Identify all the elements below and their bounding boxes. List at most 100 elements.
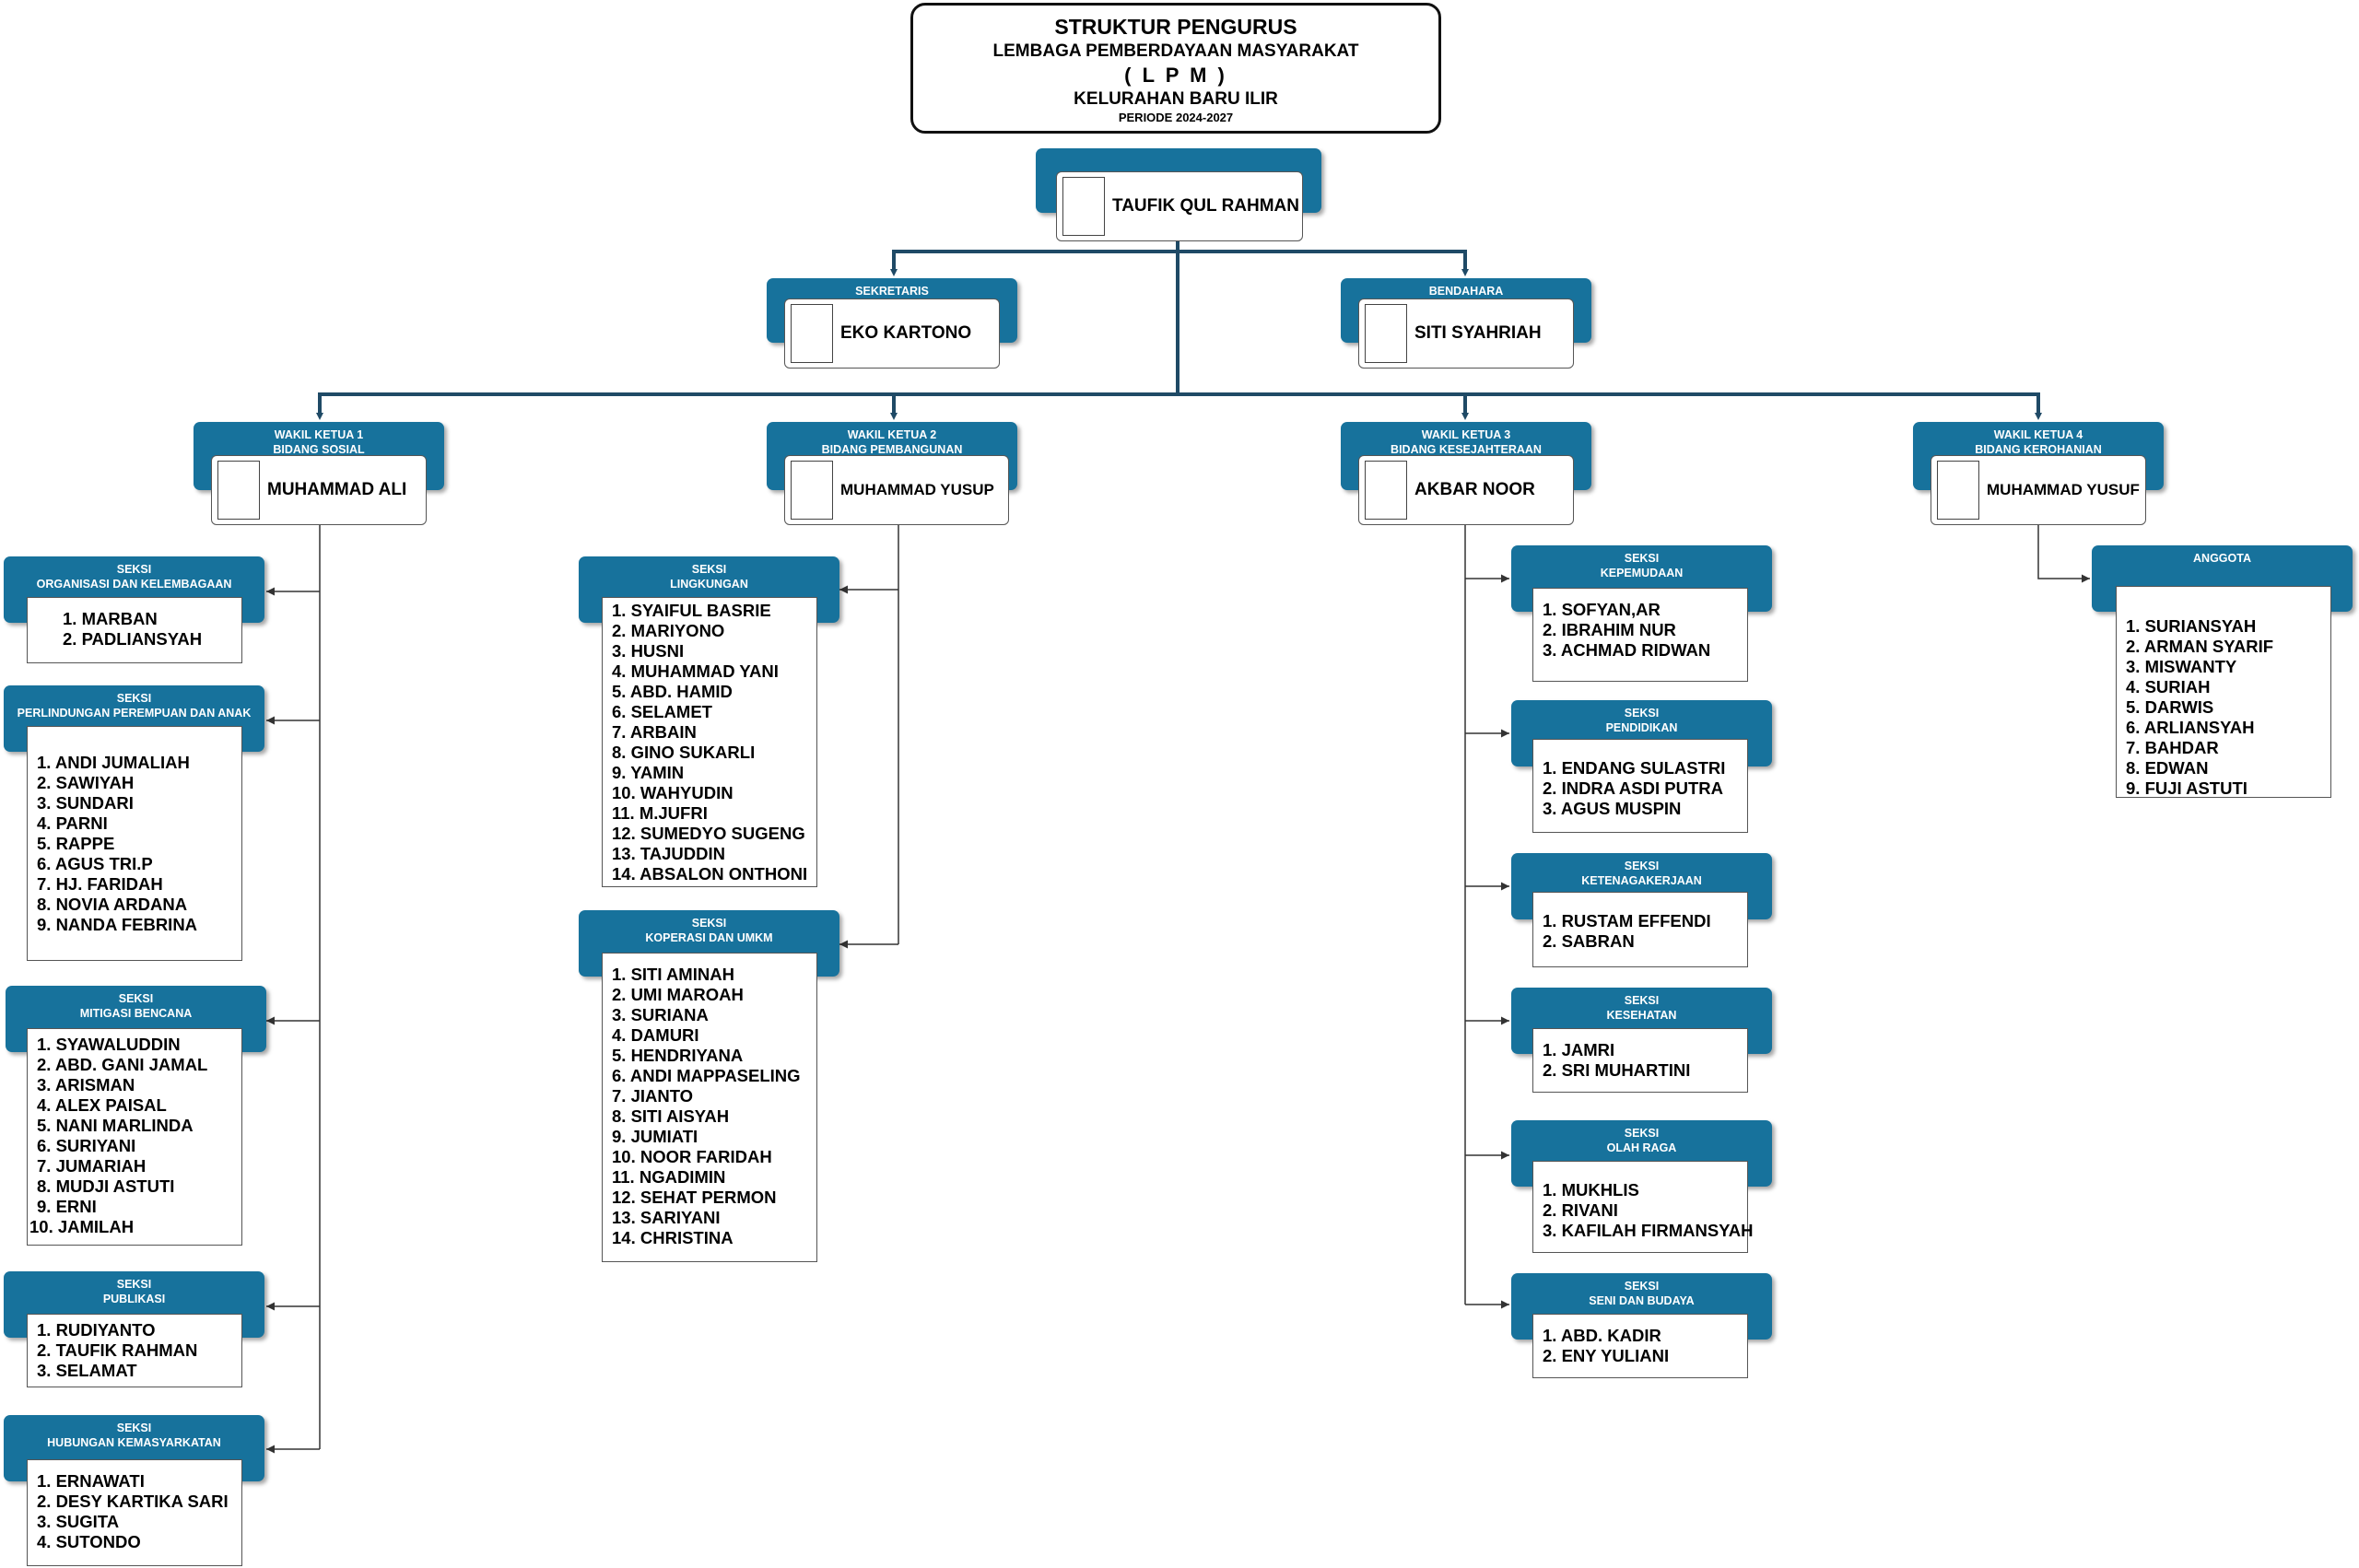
member-item: 3. KAFILAH FIRMANSYAH [1543,1221,1754,1240]
bendahara-card: SITI SYAHRIAH [1358,298,1574,369]
wakil3-bidang: BIDANG KESEJAHTERAAN [1391,443,1542,456]
member-item: 1. SYAWALUDDIN [37,1035,181,1054]
seksi-name: MITIGASI BENCANA [79,1007,193,1020]
member-item: 1. MUKHLIS [1543,1180,1639,1199]
member-item: 2. ARMAN SYARIF [2126,637,2274,656]
member-item: 2. RIVANI [1543,1200,1618,1220]
sekretaris-role: SEKRETARIS [855,285,929,298]
member-item: 1. ANDI JUMALIAH [37,753,190,772]
member-item: 8. EDWAN [2126,758,2209,778]
member-item: 8. NOVIA ARDANA [37,895,188,914]
member-item: 3. MISWANTY [2126,657,2237,676]
seksi-name: LINGKUNGAN [670,578,748,591]
chart-title: STRUKTUR PENGURUS [1054,15,1297,39]
kelurahan-name: KELURAHAN BARU ILIR [1074,89,1278,109]
member-item: 9. NANDA FEBRINA [37,915,198,934]
member-item: 14. CHRISTINA [612,1228,734,1247]
seksi-label: SEKSI [1624,552,1660,565]
member-item: 4. SUTONDO [37,1532,141,1551]
member-item: 3. SELAMAT [37,1361,137,1380]
member-item: 10. NOOR FARIDAH [612,1147,772,1166]
member-item: 6. ARLIANSYAH [2126,718,2255,737]
wakil4-name: MUHAMMAD YUSUF [1987,481,2140,498]
member-item: 3. HUSNI [612,641,685,661]
seksi-label: SEKSI [116,1422,152,1434]
seksi-pendidikan-members: 1. ENDANG SULASTRI 2. INDRA ASDI PUTRA 3… [1532,739,1748,833]
wakil2-card: MUHAMMAD YUSUP [784,455,1009,525]
seksi-perlindungan-members: 1. ANDI JUMALIAH 2. SAWIYAH 3. SUNDARI 4… [27,726,242,961]
period: PERIODE 2024-2027 [1118,111,1234,124]
member-item: 1. SOFYAN,AR [1543,600,1661,619]
seksi-koperasi-members: 1. SITI AMINAH 2. UMI MAROAH 3. SURIANA … [602,953,817,1262]
seksi-name: PUBLIKASI [102,1293,166,1305]
seksi-label: SEKSI [1624,994,1660,1007]
member-item: 2. ABD. GANI JAMAL [37,1055,208,1074]
wakil1-role: WAKIL KETUA 1 [274,428,364,441]
member-item: 1. RUDIYANTO [37,1320,156,1340]
member-item: 3. ACHMAD RIDWAN [1543,640,1711,660]
seksi-label: SEKSI [1624,707,1660,720]
member-item: 1. SITI AMINAH [612,965,734,984]
org-name: LEMBAGA PEMBERDAYAAN MASYARAKAT [992,41,1359,61]
member-item: 1. SURIANSYAH [2126,616,2257,636]
seksi-kepemudaan-members: 1. SOFYAN,AR 2. IBRAHIM NUR 3. ACHMAD RI… [1532,588,1748,682]
member-item: 5. ABD. HAMID [612,682,733,701]
wakil3-role: WAKIL KETUA 3 [1421,428,1511,441]
seksi-label: SEKSI [116,1278,152,1291]
seksi-label: SEKSI [116,563,152,576]
wakil4-card: MUHAMMAD YUSUF [1931,455,2146,525]
seksi-name: OLAH RAGA [1606,1141,1677,1154]
member-item: 9. JUMIATI [612,1127,698,1146]
member-item: 3. SUNDARI [37,793,134,813]
member-item: 5. DARWIS [2126,697,2214,717]
wakil2-bidang: BIDANG PEMBANGUNAN [821,443,963,456]
seksi-mitigasi-members: 1. SYAWALUDDIN 2. ABD. GANI JAMAL 3. ARI… [27,1028,242,1246]
member-item: 6. AGUS TRI.P [37,854,153,873]
seksi-hubungan-members: 1. ERNAWATI 2. DESY KARTIKA SARI 3. SUGI… [27,1459,242,1566]
wakil1-name: MUHAMMAD ALI [267,480,407,499]
member-item: 3. ARISMAN [37,1075,135,1094]
member-item: 2. UMI MAROAH [612,985,744,1004]
member-item: 9. ERNI [37,1197,97,1216]
photo-placeholder [791,461,833,520]
member-item: 12. SUMEDYO SUGENG [612,824,805,843]
wakil2-role: WAKIL KETUA 2 [847,428,937,441]
sekretaris-name: EKO KARTONO [840,323,972,343]
sekretaris-card: EKO KARTONO [784,298,1000,369]
member-item: 2. MARIYONO [612,621,725,640]
member-item: 5. RAPPE [37,834,115,853]
seksi-name: HUBUNGAN KEMASYARKATAN [47,1436,221,1449]
member-item: 2. DESY KARTIKA SARI [37,1492,229,1511]
seksi-ketenagakerjaan-members: 1. RUSTAM EFFENDI 2. SABRAN [1532,892,1748,967]
seksi-seni-members: 1. ABD. KADIR 2. ENY YULIANI [1532,1314,1748,1378]
member-item: 11. M.JUFRI [612,803,708,823]
seksi-label: SEKSI [118,992,154,1005]
member-item: 8. GINO SUKARLI [612,743,756,762]
member-item: 10. JAMILAH [29,1217,135,1236]
wakil4-bidang: BIDANG KEROHANIAN [1975,443,2102,456]
member-item: 8. SITI AISYAH [612,1106,730,1126]
member-item: 8. MUDJI ASTUTI [37,1176,175,1196]
seksi-organisasi-members: 1. MARBAN 2. PADLIANSYAH [27,597,242,663]
seksi-olahraga-members: 1. MUKHLIS 2. RIVANI 3. KAFILAH FIRMANSY… [1532,1161,1754,1253]
member-item: 2. PADLIANSYAH [63,629,203,649]
wakil3-card: AKBAR NOOR [1358,455,1574,525]
member-item: 4. PARNI [37,813,108,833]
member-item: 2. SABRAN [1543,931,1635,951]
seksi-label: SEKSI [1624,860,1660,872]
seksi-name: KOPERASI DAN UMKM [645,931,773,944]
photo-placeholder [1365,304,1407,363]
org-abbrev: ( L P M ) [1124,64,1227,87]
member-item: 4. DAMURI [612,1025,699,1045]
anggota-members: 1. SURIANSYAH 2. ARMAN SYARIF 3. MISWANT… [2116,586,2331,798]
member-item: 13. TAJUDDIN [612,844,726,863]
member-item: 6. SELAMET [612,702,712,721]
chart-title-box: STRUKTUR PENGURUS LEMBAGA PEMBERDAYAAN M… [910,3,1441,134]
member-item: 5. NANI MARLINDA [37,1116,194,1135]
member-item: 11. NGADIMIN [612,1167,726,1187]
member-item: 2. INDRA ASDI PUTRA [1543,778,1723,798]
member-item: 2. TAUFIK RAHMAN [37,1340,198,1360]
member-item: 9. YAMIN [612,763,685,782]
seksi-kesehatan-members: 1. JAMRI 2. SRI MUHARTINI [1532,1028,1748,1093]
member-item: 13. SARIYANI [612,1208,721,1227]
